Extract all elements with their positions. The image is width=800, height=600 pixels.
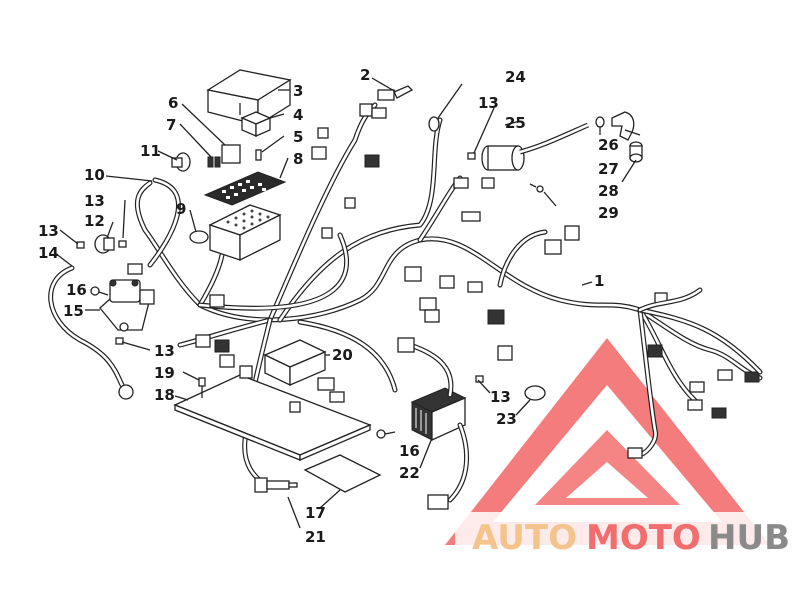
callout: 24 <box>505 68 526 86</box>
speed-sensor <box>254 477 298 493</box>
callout: 22 <box>399 464 420 482</box>
mounting-plate <box>173 374 372 461</box>
callout: 7 <box>166 116 176 134</box>
blade-fuses <box>207 149 262 168</box>
fuse-box-base <box>208 204 282 262</box>
solenoid-boot <box>94 234 115 254</box>
bulb-connector <box>377 85 414 101</box>
starter-solenoid <box>99 279 151 332</box>
ignition-coil <box>481 145 525 171</box>
ground-ring-terminal <box>428 116 440 132</box>
coil-screw <box>529 183 544 193</box>
callout: 19 <box>154 364 175 382</box>
callout: 2 <box>360 66 370 84</box>
wordmark-hub: HUB <box>708 518 790 558</box>
callout: 16 <box>399 442 420 460</box>
callout: 9 <box>176 200 186 218</box>
leader-lines <box>54 77 641 529</box>
spark-plug-cap <box>611 111 635 141</box>
spark-plug-boot <box>629 141 643 163</box>
callout: 15 <box>63 302 84 320</box>
snap-ring <box>524 385 546 401</box>
callout: 13 <box>84 192 105 210</box>
regulator-plug <box>397 337 415 353</box>
cable-clamp <box>189 230 209 244</box>
callout: 5 <box>293 128 303 146</box>
harness-connectors <box>127 103 760 459</box>
fuse-label-plate <box>203 171 287 206</box>
regulator-connector <box>427 494 449 510</box>
callout: 25 <box>505 114 526 132</box>
automotohub-logo <box>445 338 795 556</box>
callout: 13 <box>38 222 59 240</box>
callout: 18 <box>154 386 175 404</box>
voltage-regulator <box>410 387 467 442</box>
wordmark-moto: MOTO <box>586 518 701 558</box>
callout: 26 <box>598 136 619 154</box>
regulator-screw <box>376 429 396 439</box>
relay-small <box>221 144 241 164</box>
coil-seal <box>595 116 605 128</box>
callout: 4 <box>293 106 303 124</box>
callout: 10 <box>84 166 105 184</box>
callout: 17 <box>305 504 326 522</box>
insulator-pad <box>303 454 382 493</box>
mounting-screw <box>90 286 109 296</box>
plate-screw <box>198 377 206 398</box>
nut-set <box>76 152 484 383</box>
callout: 16 <box>66 281 87 299</box>
callout: 27 <box>598 160 619 178</box>
callout: 6 <box>168 94 178 112</box>
callout: 29 <box>598 204 619 222</box>
battery-terminal-ring <box>118 384 134 400</box>
callout: 12 <box>84 212 105 230</box>
callout: 13 <box>490 388 511 406</box>
callout: 20 <box>332 346 353 364</box>
callout: 28 <box>598 182 619 200</box>
wordmark-auto: AUTO <box>472 518 577 558</box>
terminal-boot <box>171 152 191 172</box>
callout: 11 <box>140 142 161 160</box>
callout: 21 <box>305 528 326 546</box>
callout: 13 <box>478 94 499 112</box>
callout: 3 <box>293 82 303 100</box>
callout: 1 <box>594 272 604 290</box>
automotohub-wordmark: AUTO MOTO HUB <box>472 518 790 558</box>
callout: 14 <box>38 244 59 262</box>
callout: 13 <box>154 342 175 360</box>
callout-labels: 1 2 3 4 5 6 7 8 9 10 11 12 13 13 13 13 1… <box>38 66 619 546</box>
cdi-module <box>263 339 327 387</box>
callout: 23 <box>496 410 517 428</box>
callout: 8 <box>293 150 303 168</box>
relay <box>240 111 272 137</box>
logo-triangle-cut <box>566 462 648 498</box>
